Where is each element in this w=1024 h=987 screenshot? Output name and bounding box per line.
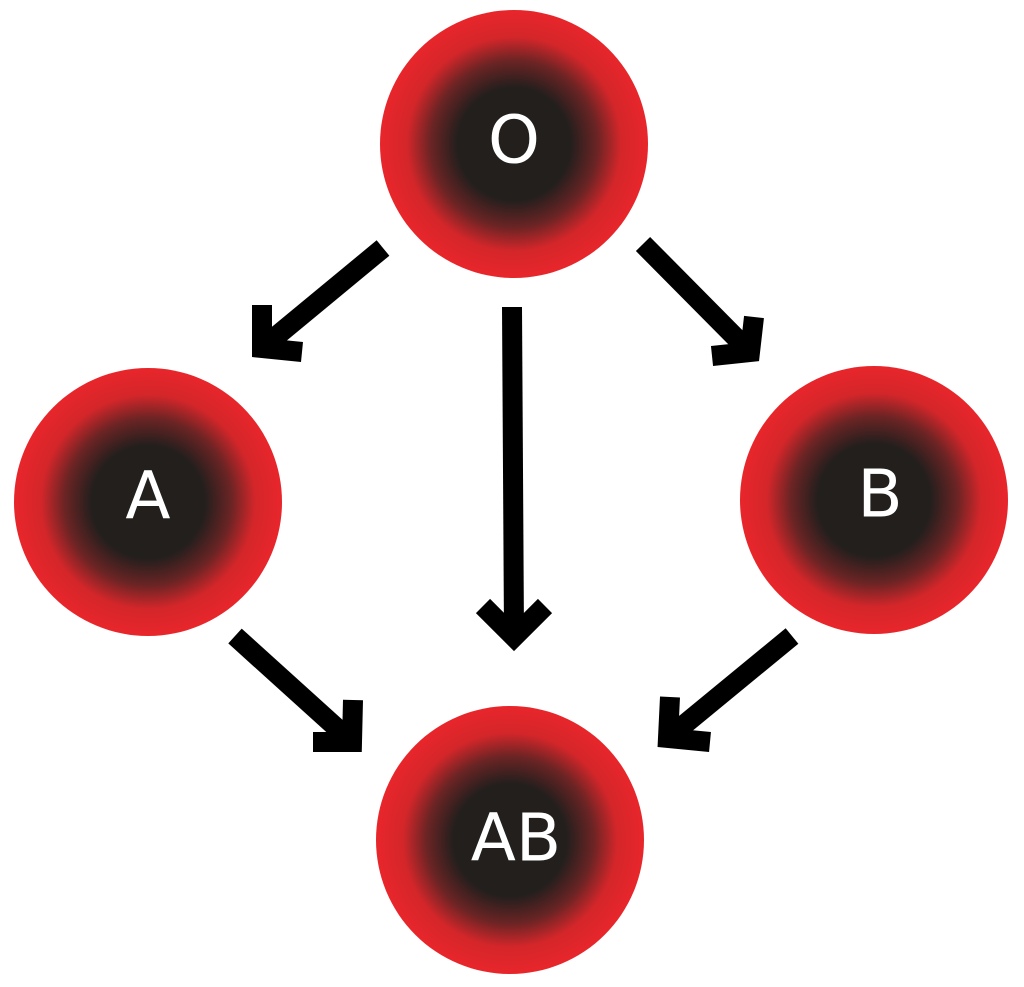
label-ab: AB — [471, 800, 561, 877]
arrow-o-to-ab-shaft — [502, 306, 524, 635]
arrow-o-to-ab-head — [475, 598, 553, 652]
blood-cell-b — [740, 366, 1008, 634]
label-o: O — [488, 102, 540, 179]
label-a: A — [125, 458, 170, 535]
node-a: A — [14, 368, 282, 636]
arrow-b-to-ab-shaft — [661, 628, 799, 746]
arrow-o-to-a-head — [252, 305, 303, 362]
arrow-o-to-b-head — [710, 315, 764, 366]
arrow-o-to-b-shaft — [635, 236, 758, 360]
arrow-b-to-ab — [657, 628, 799, 752]
label-b: B — [857, 456, 902, 533]
blood-cell-a — [14, 368, 282, 636]
arrow-o-to-a — [252, 240, 390, 362]
node-ab: AB — [376, 706, 644, 974]
blood-cell-ab — [376, 706, 644, 974]
arrow-o-to-a-shaft — [255, 240, 390, 356]
arrow-a-to-ab-head — [313, 699, 363, 752]
node-b: B — [740, 366, 1008, 634]
arrow-a-to-ab — [228, 628, 363, 752]
node-o: O — [380, 10, 648, 278]
blood-cell-o — [380, 10, 648, 278]
arrow-b-to-ab-head — [657, 696, 711, 752]
arrow-o-to-b — [635, 236, 764, 366]
arrow-a-to-ab-shaft — [228, 628, 357, 748]
arrow-o-to-ab — [475, 306, 553, 652]
